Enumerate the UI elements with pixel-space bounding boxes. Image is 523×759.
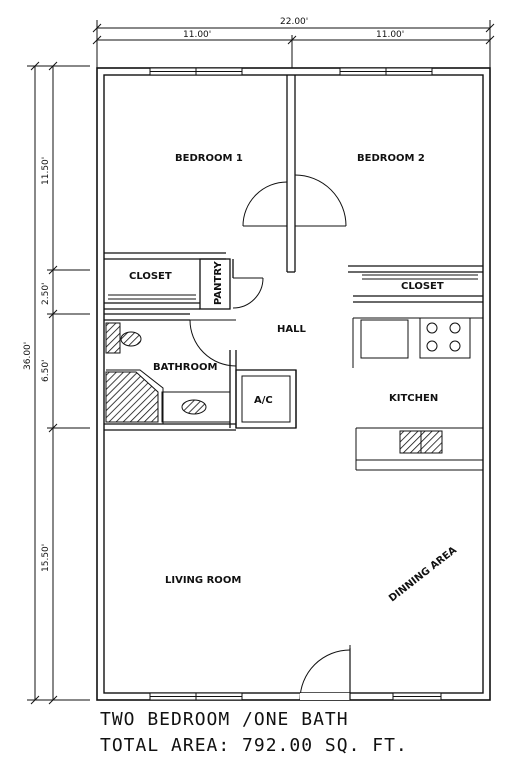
closet-depth-label: 2.50' <box>41 282 51 305</box>
kitchen-sink <box>399 430 443 454</box>
hall-label: HALL <box>277 324 306 335</box>
left-dimensions <box>27 61 90 705</box>
closet-left-label: CLOSET <box>129 271 172 282</box>
right-width-label: 11.00' <box>376 30 404 40</box>
bedroom-2-label: BEDROOM 2 <box>357 153 425 164</box>
left-width-label: 11.00' <box>183 30 211 40</box>
living-depth-label: 15.50' <box>41 544 51 572</box>
bedroom-1-label: BEDROOM 1 <box>175 153 243 164</box>
bathroom-label: BATHROOM <box>153 362 217 373</box>
exterior-walls <box>96 67 491 701</box>
front-door-opening <box>300 693 350 700</box>
overall-width-label: 22.00' <box>280 17 308 27</box>
overall-depth-label: 36.00' <box>23 342 33 370</box>
kitchen-label: KITCHEN <box>389 393 438 404</box>
doors <box>189 174 351 701</box>
stove-burners <box>426 322 461 352</box>
top-dimensions <box>92 20 495 68</box>
bath-depth-label: 6.50' <box>41 359 51 382</box>
living-room-label: LIVING ROOM <box>165 575 241 586</box>
interior-walls <box>104 75 483 431</box>
closet-right-label: CLOSET <box>401 281 444 292</box>
plan-title: TWO BEDROOM /ONE BATH <box>100 709 349 730</box>
window-mullions <box>150 68 441 700</box>
plan-total-area: TOTAL AREA: 792.00 SQ. FT. <box>100 735 408 756</box>
pantry-label: PANTRY <box>213 261 224 305</box>
bathroom-fixtures <box>105 322 231 424</box>
bedroom-depth-label: 11.50' <box>41 157 51 185</box>
closet-shelves <box>108 274 478 300</box>
kitchen-counters <box>352 317 483 471</box>
dining-area-label: DINNING AREA <box>387 545 459 605</box>
ac-label: A/C <box>254 395 273 406</box>
ac-unit <box>241 375 291 423</box>
